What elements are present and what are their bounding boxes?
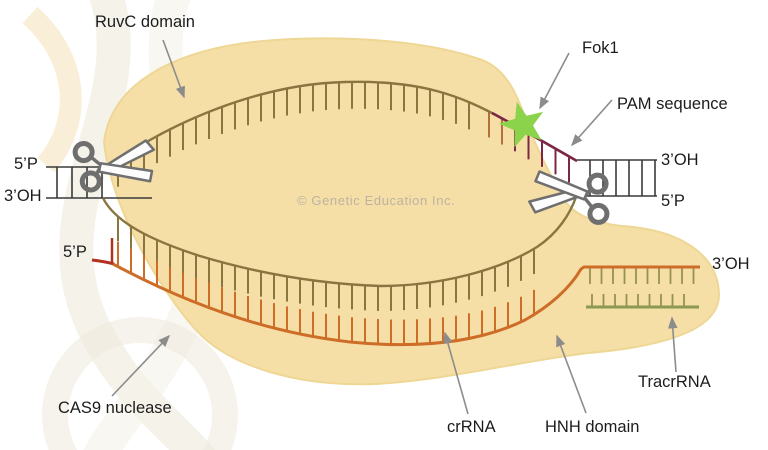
arrow-ruvc <box>162 39 185 99</box>
tracrrna-label: TracrRNA <box>638 373 711 391</box>
cas9-protein-blob <box>102 37 721 386</box>
crrna-strand <box>112 262 700 347</box>
crrna-3oh-label: 3’OH <box>712 255 750 273</box>
right-5p-label: 5’P <box>661 192 685 210</box>
arrow-hnh <box>556 334 587 414</box>
watermark-text: © Genetic Education Inc. <box>297 193 456 208</box>
arrow-pam <box>570 99 613 147</box>
crrna-start-segment <box>91 258 115 266</box>
arrow-fok1 <box>539 52 570 110</box>
arrow-tracrrna <box>667 316 678 373</box>
left-3oh-label: 3’OH <box>4 187 42 205</box>
arrow-crrna <box>443 331 469 415</box>
pam-sequence-label: PAM sequence <box>617 95 728 113</box>
crrna-label: crRNA <box>447 418 496 436</box>
fok1-label: Fok1 <box>582 39 619 57</box>
crrna-5p-label: 5’P <box>63 243 87 261</box>
right-dna-duplex <box>577 159 657 197</box>
left-5p-label: 5’P <box>14 155 38 173</box>
base-pair-ticks <box>110 81 695 345</box>
bottom-dna-strand <box>101 196 578 288</box>
ruvc-domain-label: RuvC domain <box>95 13 195 31</box>
arrow-cas9 <box>111 334 171 397</box>
cas9-nuclease-label: CAS9 nuclease <box>58 399 172 417</box>
hnh-domain-label: HNH domain <box>545 418 640 436</box>
background-helix-watermark <box>22 0 238 450</box>
fok1-star-icon <box>499 101 544 148</box>
annotation-arrows <box>111 39 678 415</box>
right-3oh-label: 3’OH <box>661 151 699 169</box>
